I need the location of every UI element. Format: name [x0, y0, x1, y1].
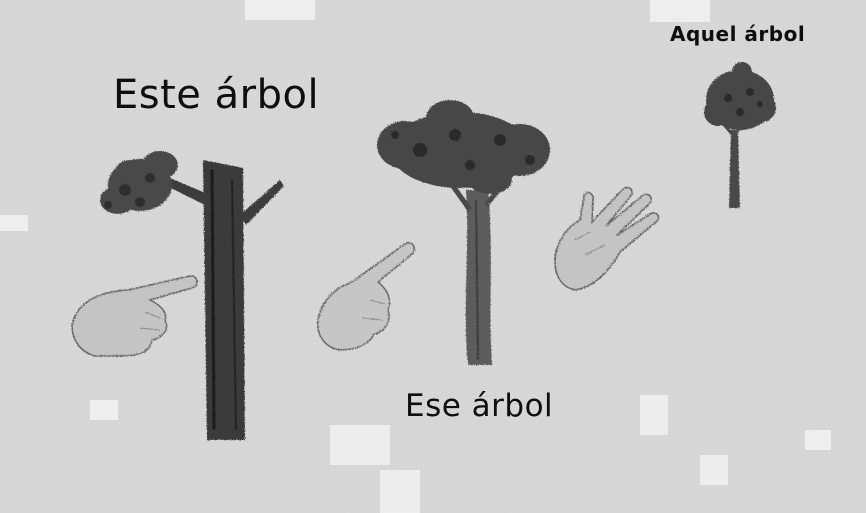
open-hand	[554, 186, 660, 291]
white-patches	[0, 0, 831, 513]
middle-pointing-hand	[317, 242, 416, 351]
label-ese-arbol: Ese árbol	[405, 388, 554, 424]
label-aquel-arbol: Aquel árbol	[670, 22, 806, 46]
far-tree	[704, 62, 776, 208]
middle-tree	[377, 100, 550, 365]
label-este-arbol: Este árbol	[113, 72, 320, 118]
near-tree	[100, 151, 284, 440]
near-pointing-hand	[71, 275, 198, 357]
